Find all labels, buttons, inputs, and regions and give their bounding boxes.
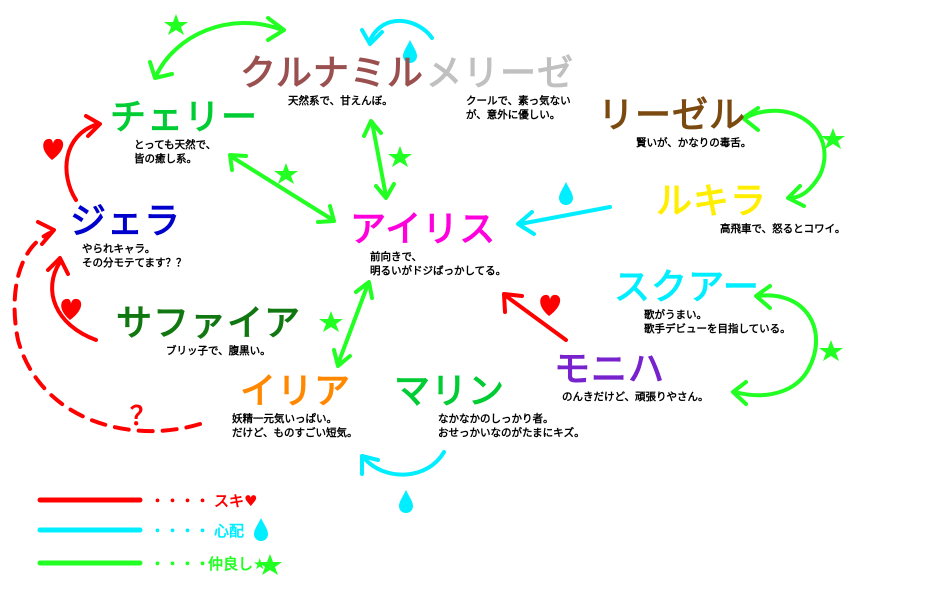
character-desc: 前向きで、 明るいがドジばっかしてる。 [370, 251, 507, 277]
star-icon [319, 311, 343, 332]
friend-arrowhead [754, 284, 772, 310]
friend-arrowhead [731, 380, 748, 406]
character-sukuaa: スクアー 歌がうまい。 歌手デビューを目指している。 [614, 268, 791, 336]
star-icon [819, 340, 843, 361]
friend-arrow-cherry-airisu [230, 155, 335, 222]
love-arrow-safaia-jera [50, 260, 98, 342]
character-desc: 妖精一元気いっぱい。 だけど、ものすごい短気。 [232, 413, 358, 439]
heart-icon [43, 138, 64, 160]
character-desc: 歌がうまい。 歌手デビューを目指している。 [644, 309, 791, 335]
friend-arrow-riizeru-rukira [743, 108, 827, 200]
legend-friend-dots: ・・・・ [150, 555, 211, 573]
drop-icon [559, 182, 573, 205]
friend-arrowhead [362, 119, 383, 138]
worry-arrow-rukira-airisu [518, 205, 612, 226]
love-arrowhead [36, 220, 56, 246]
worry-arrowhead [360, 454, 380, 476]
friend-arrowhead [228, 153, 248, 172]
legend-love-dots: ・・・・ [150, 492, 211, 510]
worry-arrow-marin-iria [362, 450, 446, 477]
character-moniha: モニハ のんきだけど、頑張りやさん。 [554, 350, 708, 404]
love-arrowhead [46, 256, 70, 276]
friend-arrowhead [148, 60, 174, 80]
character-name: メリーゼ [426, 53, 575, 94]
character-airisu: アイリス 前向きで、 明るいがドジばっかしてる。 [350, 210, 506, 278]
legend-worry-label: 心配 [214, 522, 245, 540]
character-name: スクアー [614, 267, 760, 308]
character-name: イリア [240, 371, 352, 412]
character-desc: ブリッ子で、腹黒い。 [166, 345, 271, 357]
character-desc: なかなかのしっかり者。 おせっかいなのがたまにキズ。 [438, 413, 585, 439]
friend-arrow-sukuaa-moniha [733, 293, 819, 398]
character-name: モニハ [554, 349, 666, 390]
character-desc: やられキャラ。 その分モテてます？？ [82, 243, 187, 269]
character-name: サファイア [116, 303, 302, 344]
character-rukira: ルキラ 高飛車で、怒るとコワイ。 [656, 182, 845, 236]
character-name: クルナミル [240, 53, 424, 94]
drop-icon [254, 518, 268, 541]
character-safaia: サファイア ブリッ子で、腹黒い。 [116, 304, 301, 358]
star-icon [388, 146, 412, 167]
character-cherry: チェリー とっても天然で、 皆の癒し系。 [110, 98, 258, 166]
friend-arrow-cherry-kurunamiru [154, 20, 284, 78]
legend-worry-dots: ・・・・ [150, 522, 211, 540]
worry-arrowhead [516, 210, 536, 236]
character-desc: 高飛車で、怒るとコワイ。 [720, 223, 846, 235]
character-name: ルキラ [656, 181, 768, 222]
drop-icon [403, 40, 417, 63]
love-arrow-jera-cherry [64, 122, 100, 202]
unknown-mark: ？ [130, 402, 157, 432]
friend-arrow-airisu-iria [336, 282, 370, 366]
friend-arrowhead [786, 184, 806, 208]
character-jera: ジェラ やられキャラ。 その分モテてます？？ [70, 202, 186, 270]
character-riizeru: リーゼル 賢いが、かなりの毒舌。 [598, 96, 751, 150]
friend-arrowhead [741, 106, 760, 132]
love-arrow-moniha-airisu [504, 294, 568, 342]
friend-arrowhead [374, 182, 396, 200]
character-desc: のんきだけど、頑張りやさん。 [562, 391, 709, 403]
character-desc: クールで、素っ気ない が、意外に優しい。 [466, 95, 571, 121]
character-name: チェリー [110, 97, 259, 138]
character-meriize: メリーゼ クールで、素っ気ない が、意外に優しい。 [426, 54, 574, 122]
character-name: リーゼル [598, 95, 747, 136]
character-iria: イリア 妖精一元気いっぱい。 だけど、ものすごい短気。 [232, 371, 357, 440]
worry-arrowhead [360, 28, 384, 46]
character-desc: とっても天然で、 皆の癒し系。 [134, 139, 217, 165]
character-desc: 賢いが、かなりの毒舌。 [636, 137, 752, 149]
character-name: アイリス [350, 209, 497, 250]
character-kurunamiru: クルナミル 天然系で、甘えんぼ。 [240, 54, 424, 108]
star-icon [821, 128, 845, 149]
love-arrowhead [502, 292, 524, 314]
character-desc: 天然系で、甘えんぼ。 [288, 95, 393, 107]
friend-arrowhead [266, 16, 286, 42]
star-icon [274, 163, 298, 184]
heart-icon [61, 298, 82, 320]
love-dashed-arrow-iria-jera [12, 230, 202, 433]
star-icon [258, 554, 282, 575]
legend-friend-label: 仲良し★ [208, 555, 267, 573]
worry-arrow-meriize-kurunamiru [368, 19, 434, 42]
legend-love-label: スキ♥ [214, 492, 258, 510]
friend-arrowhead [316, 204, 336, 224]
friend-arrow-kurunamiru-airisu [370, 120, 388, 198]
character-marin: マリン なかなかのしっかり者。 おせっかいなのがたまにキズ。 [394, 372, 585, 440]
star-icon [164, 14, 188, 35]
character-name: マリン [394, 371, 506, 412]
friend-arrowhead [332, 348, 352, 368]
love-arrowhead [84, 114, 102, 138]
heart-icon [540, 294, 561, 316]
character-name: ジェラ [70, 201, 182, 242]
friend-arrowhead [354, 280, 374, 300]
drop-icon [399, 490, 413, 513]
